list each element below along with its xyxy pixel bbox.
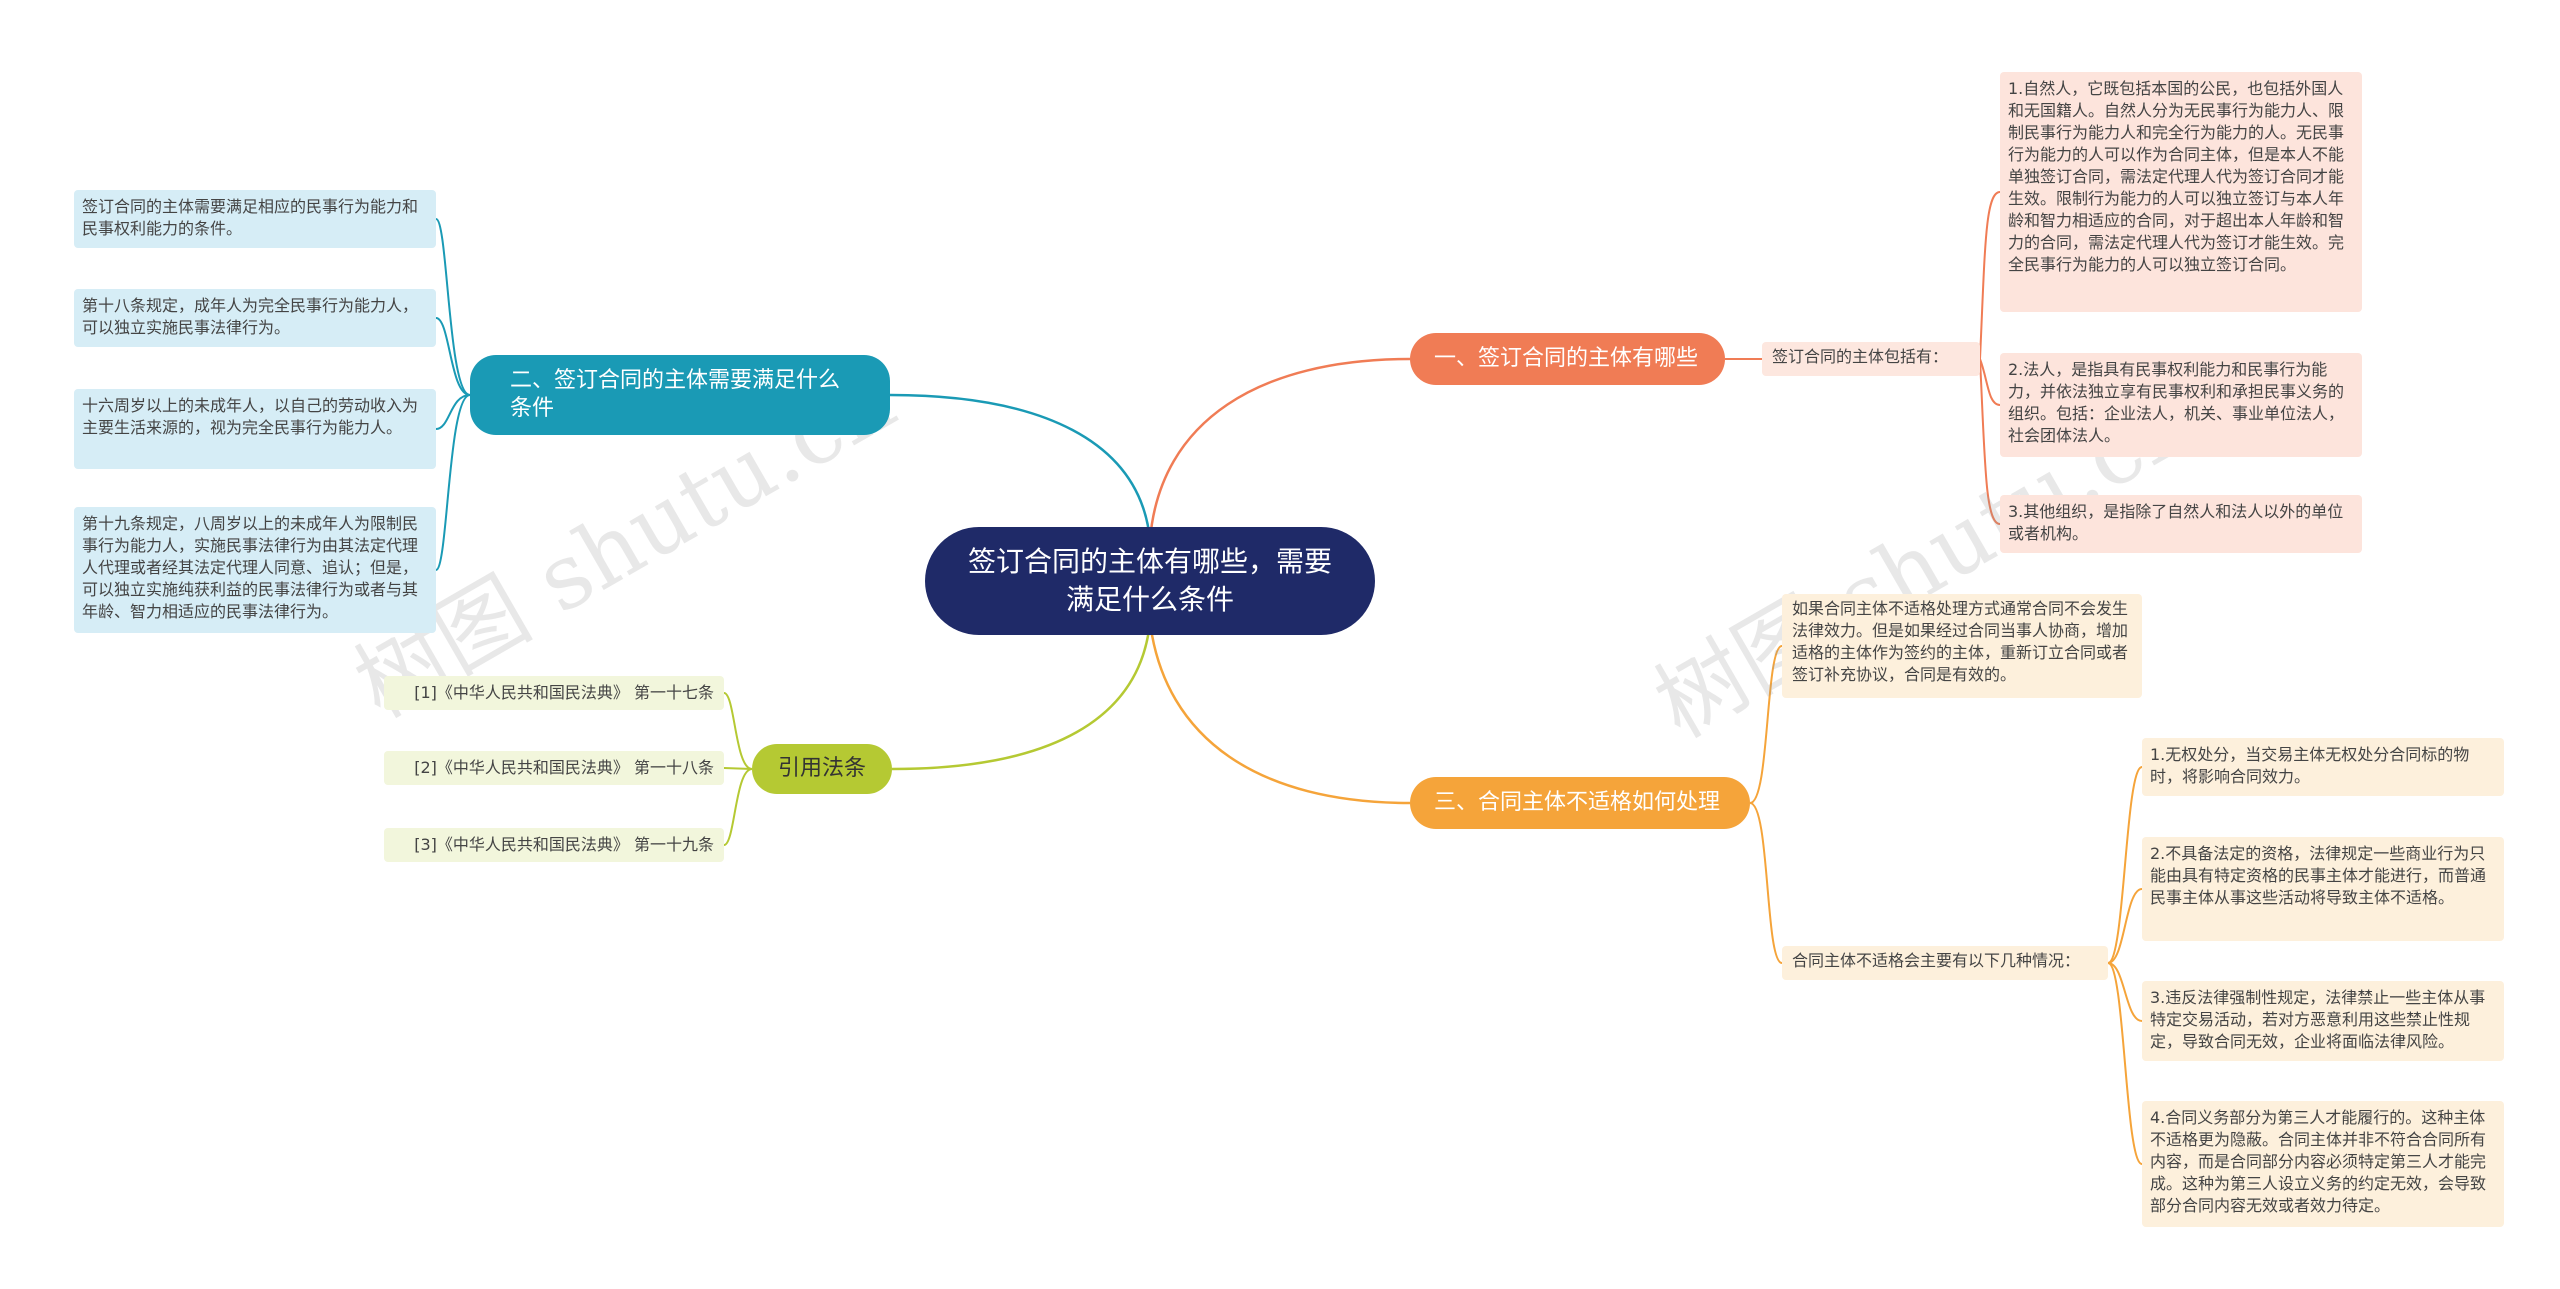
connector-b2-leaf2 xyxy=(435,317,471,396)
connector-b4-leaf2 xyxy=(723,767,753,770)
branch1-subtopic[interactable]: 签订合同的主体包括有： xyxy=(1762,342,1980,376)
connector-b1-leaf3 xyxy=(1979,358,2001,525)
connector-b1-leaf1 xyxy=(1979,191,2001,360)
branch-conditions[interactable]: 二、签订合同的主体需要满足什么条件 xyxy=(470,355,890,435)
branch1-leaf-legal-person[interactable]: 2.法人，是指具有民事权利能力和民事行为能力，并依法独立享有民事权利和承担民事义… xyxy=(2000,353,2362,457)
connector-b3-sub-b xyxy=(1749,802,1783,964)
branch3-leaf[interactable]: 2.不具备法定的资格，法律规定一些商业行为只能由具有特定资格的民事主体才能进行，… xyxy=(2142,837,2504,941)
branch-cited-laws[interactable]: 引用法条 xyxy=(752,744,892,794)
connector-b3-sub-a xyxy=(1749,645,1783,804)
branch2-leaf[interactable]: 第十九条规定，八周岁以上的未成年人为限制民事行为能力人，实施民事法律行为由其法定… xyxy=(74,507,436,633)
connector-b1-leaf2 xyxy=(1979,358,2001,406)
connector-b3-leaf1 xyxy=(2107,766,2143,964)
branch3-subtopic-situations[interactable]: 合同主体不适格会主要有以下几种情况： xyxy=(1782,946,2108,980)
connector-b3-leaf2 xyxy=(2107,888,2143,964)
connector-root-b1 xyxy=(1148,357,1411,541)
branch2-leaf[interactable]: 第十八条规定，成年人为完全民事行为能力人，可以独立实施民事法律行为。 xyxy=(74,289,436,347)
branch-unqualified-handling[interactable]: 三、合同主体不适格如何处理 xyxy=(1410,777,1750,829)
connector-b2-leaf4 xyxy=(435,394,471,571)
branch3-leaf[interactable]: 3.违反法律强制性规定，法律禁止一些主体从事特定交易活动，若对方恶意利用这些禁止… xyxy=(2142,981,2504,1061)
branch3-leaf[interactable]: 4.合同义务部分为第三人才能履行的。这种主体不适格更为隐蔽。合同主体并非不符合合… xyxy=(2142,1101,2504,1227)
branch2-leaf[interactable]: 签订合同的主体需要满足相应的民事行为能力和民事权利能力的条件。 xyxy=(74,190,436,248)
law-citation[interactable]: [3]《中华人民共和国民法典》 第一十九条 xyxy=(384,828,724,862)
branch-who-are-parties[interactable]: 一、签订合同的主体有哪些 xyxy=(1410,333,1725,385)
root-topic[interactable]: 签订合同的主体有哪些，需要满足什么条件 xyxy=(925,527,1375,635)
connector-b4-leaf1 xyxy=(723,692,753,770)
branch2-leaf[interactable]: 十六周岁以上的未成年人，以自己的劳动收入为主要生活来源的，视为完全民事行为能力人… xyxy=(74,389,436,469)
branch1-leaf-other-org[interactable]: 3.其他组织，是指除了自然人和法人以外的单位或者机构。 xyxy=(2000,495,2362,553)
branch1-leaf-natural-person[interactable]: 1.自然人，它既包括本国的公民，也包括外国人和无国籍人。自然人分为无民事行为能力… xyxy=(2000,72,2362,312)
connector-b3-leaf3 xyxy=(2107,962,2143,1022)
law-citation[interactable]: [2]《中华人民共和国民法典》 第一十八条 xyxy=(384,751,724,785)
branch3-leaf[interactable]: 1.无权处分，当交易主体无权处分合同标的物时，将影响合同效力。 xyxy=(2142,738,2504,796)
connector-root-b3 xyxy=(1148,621,1411,805)
connector-b3-leaf4 xyxy=(2107,962,2143,1165)
connector-b2-leaf1 xyxy=(435,218,471,396)
connector-root-b2 xyxy=(889,393,1152,541)
branch3-subtopic-handling[interactable]: 如果合同主体不适格处理方式通常合同不会发生法律效力。但是如果经过合同当事人协商，… xyxy=(1782,594,2142,698)
law-citation[interactable]: [1]《中华人民共和国民法典》 第一十七条 xyxy=(384,676,724,710)
connector-b4-leaf3 xyxy=(723,768,753,846)
connector-root-b4 xyxy=(891,621,1152,771)
connector-b2-leaf3 xyxy=(435,394,471,430)
